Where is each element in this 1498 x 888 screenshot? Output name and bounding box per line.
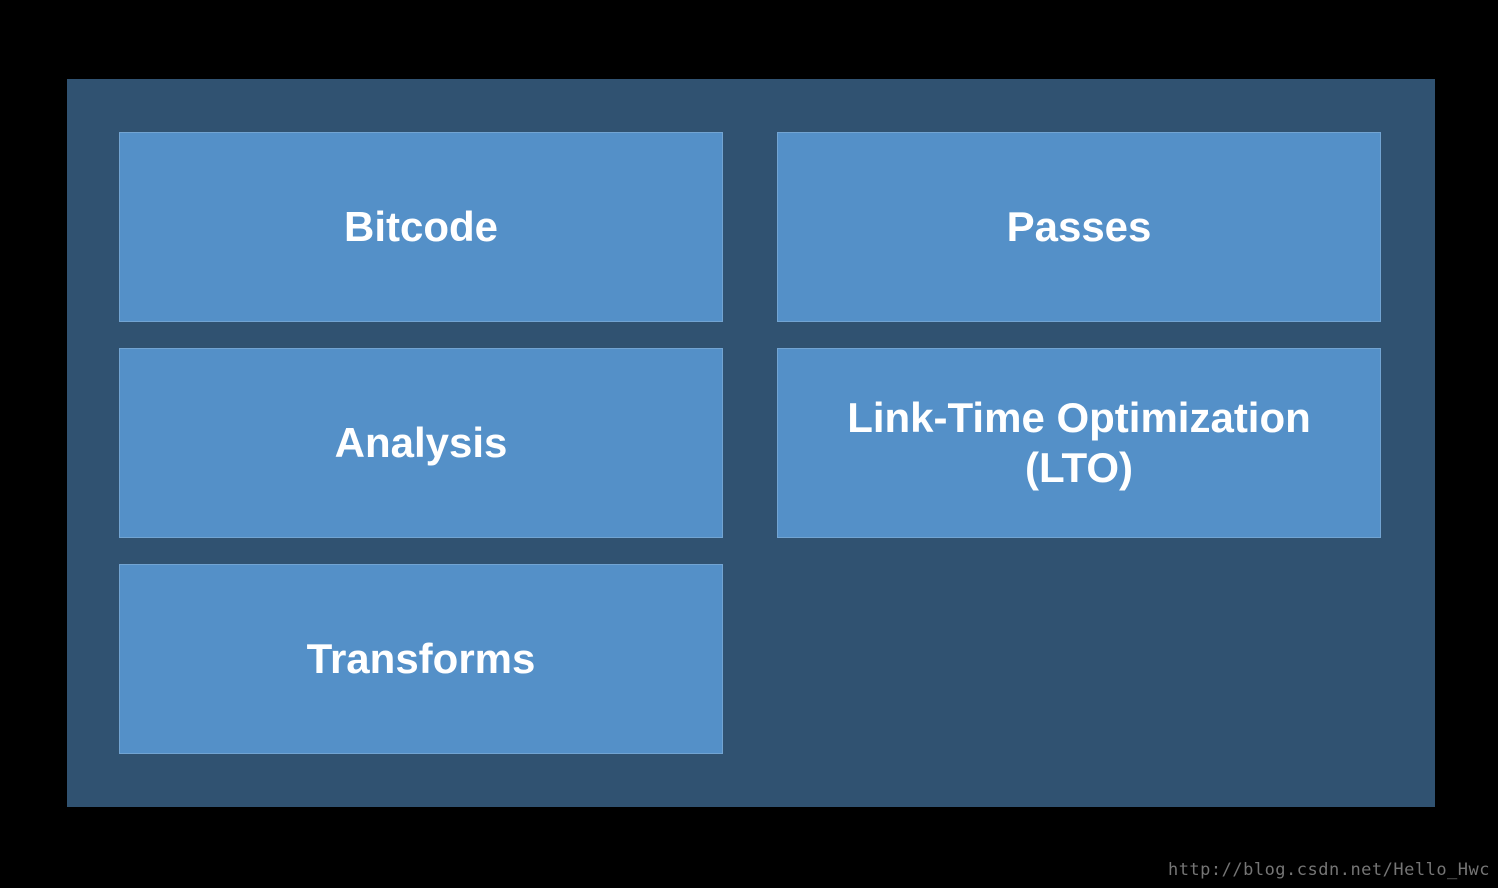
- box-passes: Passes: [777, 132, 1381, 322]
- box-transforms-label: Transforms: [306, 635, 536, 683]
- box-passes-label: Passes: [1006, 203, 1152, 251]
- box-analysis: Analysis: [119, 348, 723, 538]
- right-column: Passes Link-Time Optimization (LTO): [777, 132, 1381, 755]
- box-transforms: Transforms: [119, 564, 723, 754]
- box-bitcode: Bitcode: [119, 132, 723, 322]
- llvm-components-panel: Bitcode Analysis Transforms Passes Link-…: [67, 79, 1435, 807]
- box-analysis-label: Analysis: [334, 419, 508, 467]
- left-column: Bitcode Analysis Transforms: [119, 132, 723, 755]
- box-bitcode-label: Bitcode: [343, 203, 498, 251]
- watermark: http://blog.csdn.net/Hello_Hwc: [1167, 860, 1490, 880]
- box-lto-label-line2: (LTO): [1024, 444, 1134, 491]
- box-link-time-optimization: Link-Time Optimization (LTO): [777, 348, 1381, 538]
- box-lto-label-line1: Link-Time Optimization: [847, 394, 1311, 442]
